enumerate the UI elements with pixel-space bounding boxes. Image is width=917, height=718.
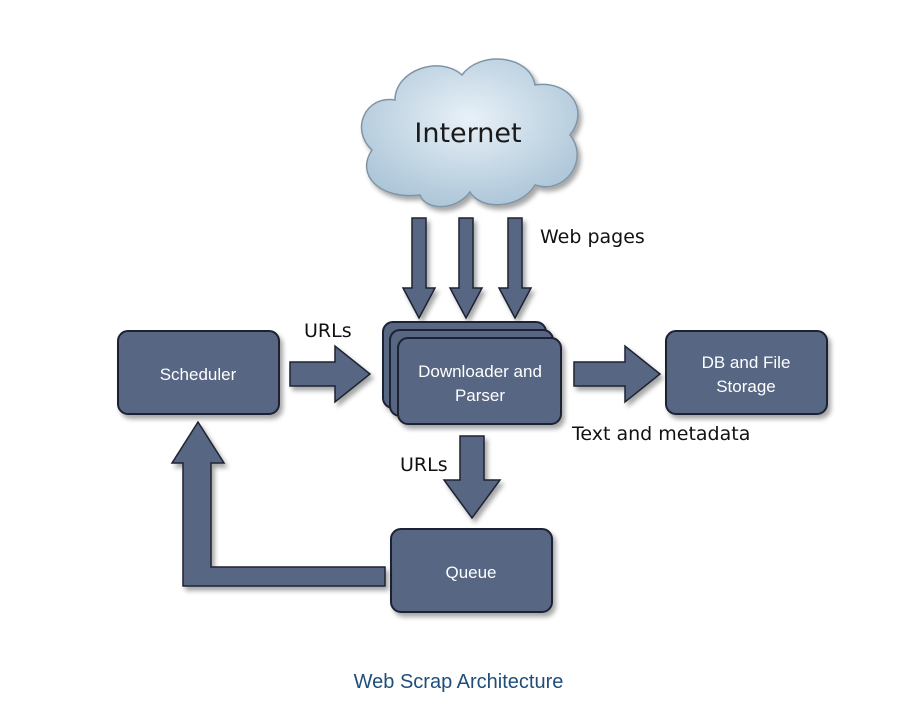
web-pages-arrow-2 (448, 217, 484, 320)
db-file-storage-node (665, 330, 828, 415)
internet-label: Internet (414, 118, 521, 149)
downloader-parser-node (382, 321, 562, 425)
web-pages-arrow-1 (401, 217, 437, 320)
text-metadata-label: Text and metadata (571, 423, 750, 445)
scheduler-node (117, 330, 280, 415)
storage-label-line1: DB and File (702, 353, 791, 372)
urls-arrow-to-downloader (289, 344, 372, 404)
scheduler-label: Scheduler (160, 365, 237, 384)
web-pages-label: Web pages (540, 226, 645, 248)
downloader-label-line2: Parser (455, 386, 505, 405)
web-pages-arrow-3 (497, 217, 533, 320)
urls-label-top: URLs (304, 320, 352, 342)
downloader-label-line1: Downloader and (418, 362, 542, 381)
internet-cloud (360, 58, 579, 208)
urls-arrow-to-queue (442, 435, 502, 520)
text-metadata-arrow (573, 344, 662, 404)
queue-to-scheduler-arrow (170, 420, 386, 587)
urls-label-bottom: URLs (400, 454, 448, 476)
web-pages-arrows (401, 217, 533, 320)
storage-label-line2: Storage (716, 377, 776, 396)
diagram-caption: Web Scrap Architecture (353, 671, 564, 693)
queue-label: Queue (445, 563, 496, 582)
queue-node (390, 528, 553, 613)
